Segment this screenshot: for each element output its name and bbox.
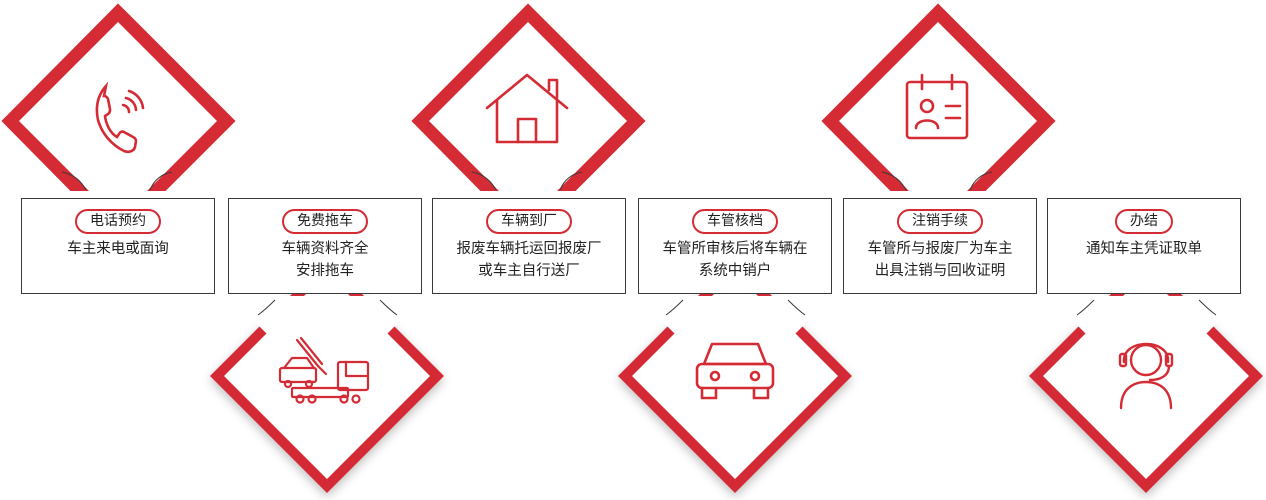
diamond-step-5 [819, 1, 1058, 220]
step-title: 电话预约 [75, 209, 161, 234]
step-card-2: 免费拖车 车辆资料齐全 安排拖车 [228, 198, 422, 294]
step-description: 车主来电或面询 [67, 241, 169, 257]
step-card-6: 办结 通知车主凭证取单 [1047, 198, 1241, 294]
step-title: 免费拖车 [282, 209, 368, 234]
step-box [1047, 198, 1241, 294]
step-card-5: 注销手续 车管所与报废厂为车主 出具注销与回收证明 [843, 198, 1037, 294]
step-description: 车管所与报废厂为车主 出具注销与回收证明 [867, 241, 1013, 279]
step-title: 注销手续 [897, 209, 983, 234]
diamond-step-3 [409, 1, 648, 220]
diamond-step-6 [1029, 259, 1263, 493]
diamond-step-2 [210, 259, 444, 493]
step-card-3: 车辆到厂 报废车辆托运回报废厂 或车主自行送厂 [432, 198, 626, 294]
step-description: 车管所审核后将车辆在 系统中销户 [662, 241, 808, 279]
diamond-step-4 [618, 259, 852, 493]
step-box [432, 198, 626, 294]
step-card-1: 电话预约 车主来电或面询 [21, 198, 215, 294]
diamond-step-1 [0, 1, 238, 220]
step-card-4: 车管核档 车管所审核后将车辆在 系统中销户 [638, 198, 832, 294]
step-description: 报废车辆托运回报废厂 或车主自行送厂 [456, 241, 602, 279]
step-title: 办结 [1115, 209, 1173, 234]
step-title: 车管核档 [692, 209, 778, 234]
step-title: 车辆到厂 [486, 209, 572, 234]
step-description: 车辆资料齐全 安排拖车 [281, 241, 369, 279]
step-description: 通知车主凭证取单 [1086, 241, 1202, 257]
